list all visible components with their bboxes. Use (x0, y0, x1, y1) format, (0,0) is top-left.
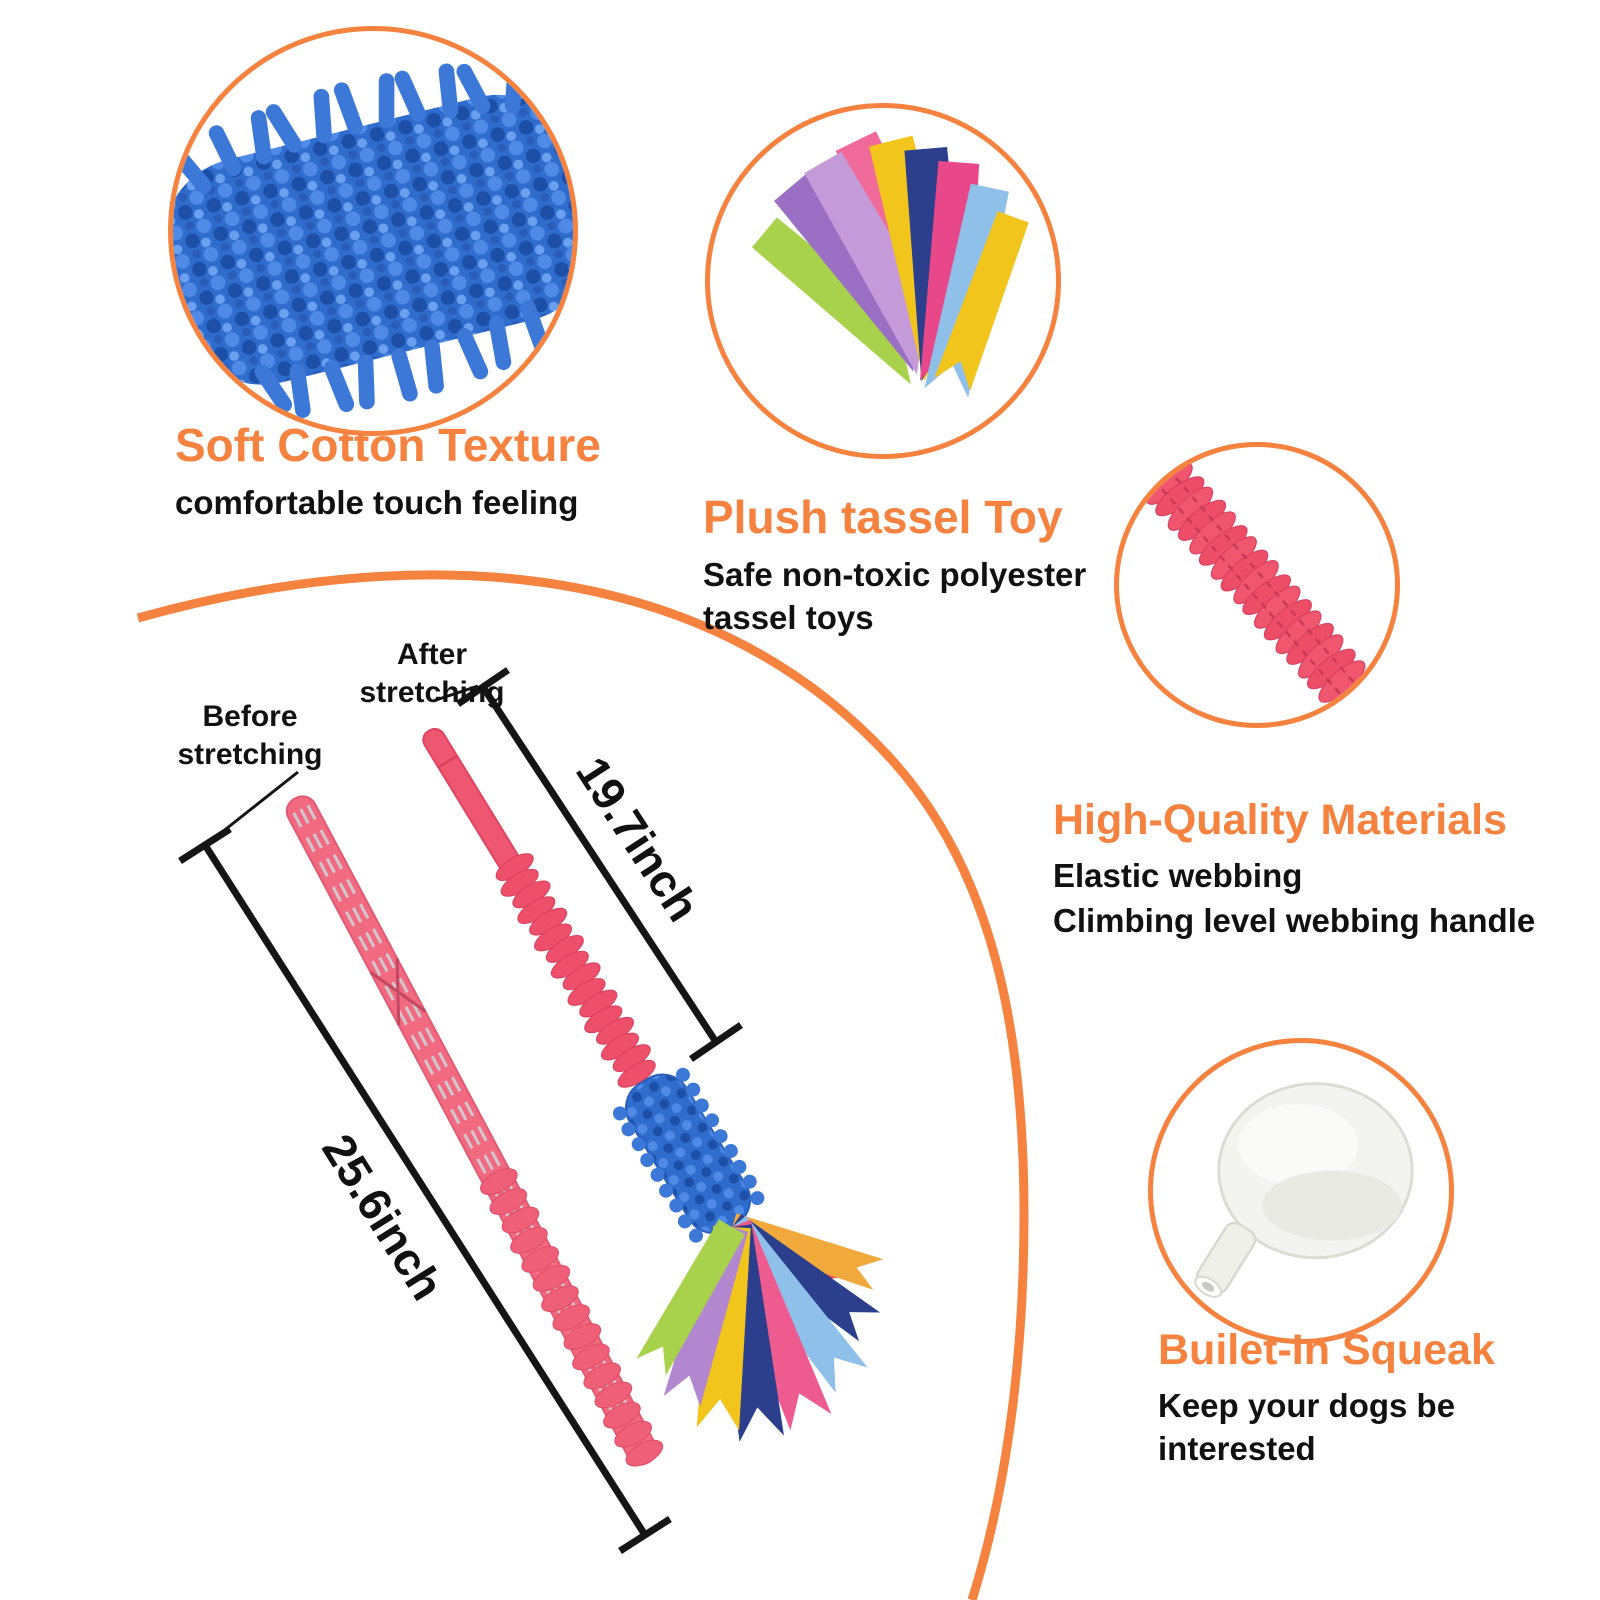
feature-soft-cotton-title: Soft Cotton Texture (175, 419, 601, 471)
tassel-ribbons-photo (750, 129, 1032, 398)
feature-soft-cotton-desc: comfortable touch feeling (175, 484, 579, 521)
measurement-line-before (178, 826, 672, 1554)
tassel-ends (636, 1211, 884, 1442)
measurement-line-after (456, 667, 743, 1062)
after-label-connector (435, 684, 479, 702)
chenille-texture-photo (173, 58, 573, 419)
squeaker-photo-circle (1148, 1038, 1454, 1344)
feature-materials-title: High-Quality Materials (1053, 796, 1507, 844)
feature-plush-tassel: Plush tassel Toy Safe non-toxic polyeste… (703, 490, 1143, 640)
feature-materials: High-Quality Materials Elastic webbing C… (1053, 796, 1597, 943)
feature-soft-cotton: Soft Cotton Texture comfortable touch fe… (175, 418, 735, 525)
before-stretching-label: Before stretching (177, 700, 323, 771)
before-label-connector (211, 770, 299, 842)
feature-squeak-desc: Keep your dogs be interested (1158, 1387, 1456, 1467)
feature-materials-desc-line2: Climbing level webbing handle (1053, 901, 1536, 939)
feature-squeak: Builet-In Squeak Keep your dogs be inter… (1158, 1326, 1588, 1471)
decor-arc (136, 570, 1029, 1600)
feature-plush-tassel-title: Plush tassel Toy (703, 491, 1063, 543)
after-stretching-label: After stretching (359, 638, 505, 709)
squeaker-photo (1194, 1082, 1414, 1298)
elastic-webbing-photo-circle (1114, 442, 1400, 728)
feature-materials-desc-line1: Elastic webbing (1053, 857, 1303, 894)
strap-before-stretching (285, 795, 668, 1472)
feature-squeak-title: Builet-In Squeak (1158, 1326, 1495, 1374)
elastic-webbing-photo (1139, 456, 1372, 710)
feature-plush-tassel-desc: Safe non-toxic polyester tassel toys (703, 556, 1087, 636)
soft-cotton-photo-circle (168, 26, 578, 436)
plush-tassel-photo-circle (705, 103, 1061, 459)
